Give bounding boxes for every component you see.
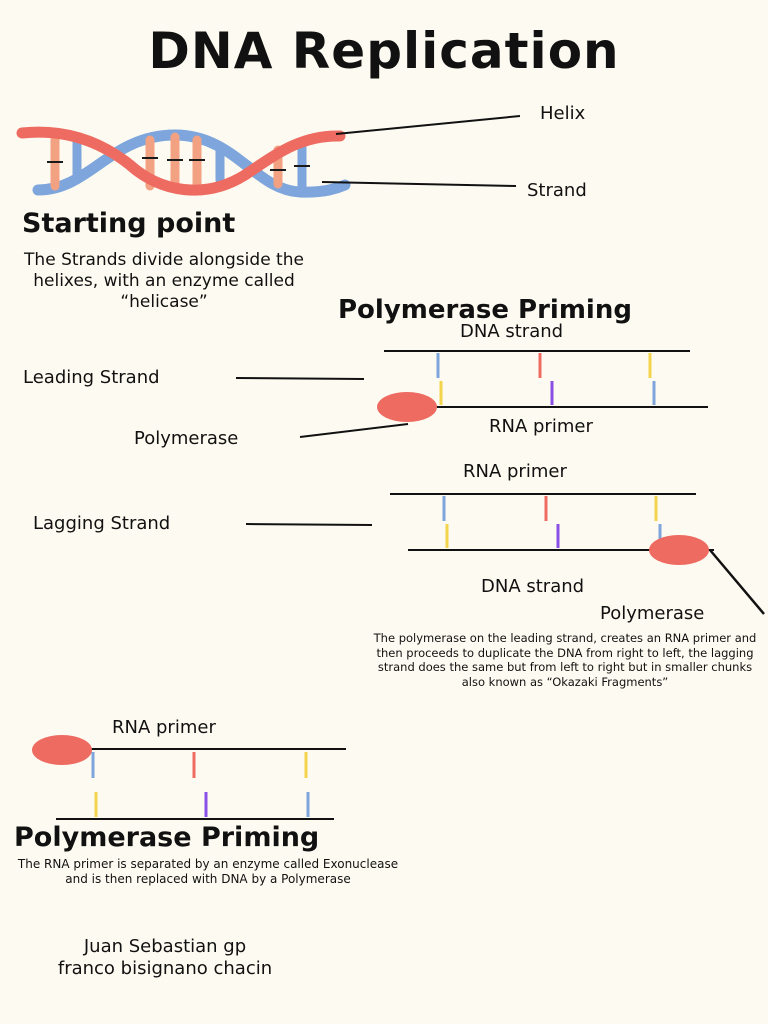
page-title: DNA Replication [148,22,620,80]
leading-strand-diagram [235,350,708,438]
polymerase-blob-leading [377,392,437,422]
lagging-top-label: RNA primer [463,461,567,482]
leading-polymerase-label: Polymerase [134,428,239,449]
polymerase-blob-final [32,735,92,765]
final-text: The RNA primer is separated by an enzyme… [17,857,399,886]
priming-heading: Polymerase Priming [338,295,632,325]
leading-bottom-label: RNA primer [489,416,593,437]
helix-label: Helix [540,103,586,124]
final-top-label: RNA primer [112,717,216,738]
priming-explanation: The polymerase on the leading strand, cr… [373,631,757,689]
polymerase-blob-lagging [649,535,709,565]
author-name: Juan Sebastian gp [83,936,247,957]
dna-helix-illustration [16,115,521,198]
final-strand-diagram [32,735,346,820]
authors-block: Juan Sebastian gp franco bisignano chaci… [4,936,326,980]
leading-top-label: DNA strand [460,321,564,342]
lagging-strand-label: Lagging Strand [33,513,171,534]
leading-strand-label: Leading Strand [23,367,160,388]
starting-point-heading: Starting point [22,208,236,239]
strand-label: Strand [527,180,587,201]
lagging-strand-diagram [245,493,765,615]
starting-point-text: The Strands divide alongside the helixes… [24,250,304,312]
lagging-bottom-label: DNA strand [481,576,585,597]
author-name: franco bisignano chacin [57,958,273,979]
lagging-polymerase-label: Polymerase [600,603,705,624]
final-heading: Polymerase Priming [14,822,320,853]
